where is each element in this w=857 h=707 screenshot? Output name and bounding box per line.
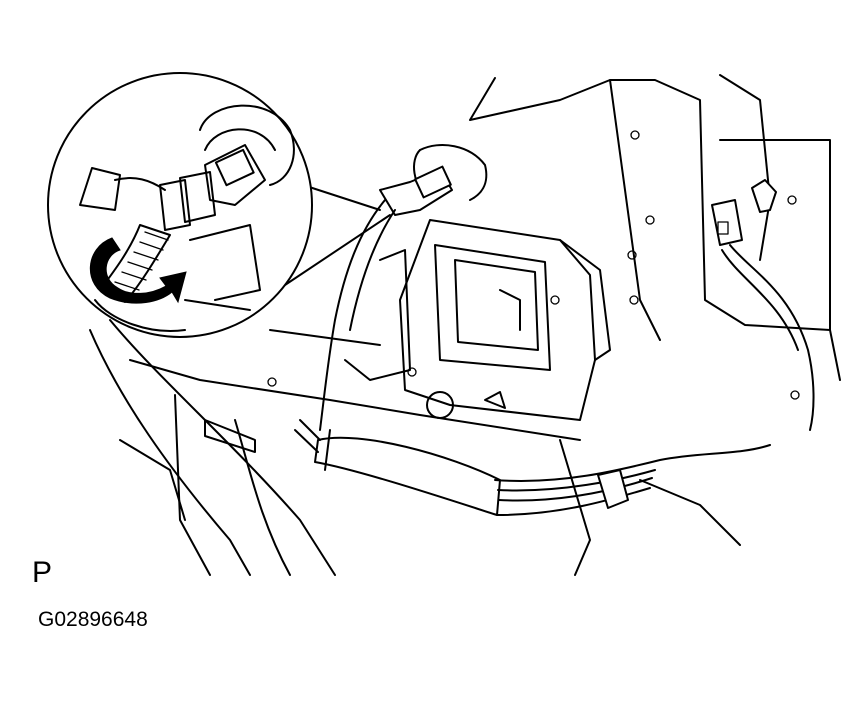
sensor-assembly [344,144,611,421]
sensor-connector [319,165,453,431]
body-panel [469,74,841,400]
figure-code: G02896648 [38,608,148,631]
curved-rotate-arrow-icon [89,237,187,304]
view-label: P [32,556,53,589]
side-connector [711,199,815,431]
floor-frame [89,319,741,576]
detail-inset [47,72,391,338]
wire-harness [204,419,771,516]
